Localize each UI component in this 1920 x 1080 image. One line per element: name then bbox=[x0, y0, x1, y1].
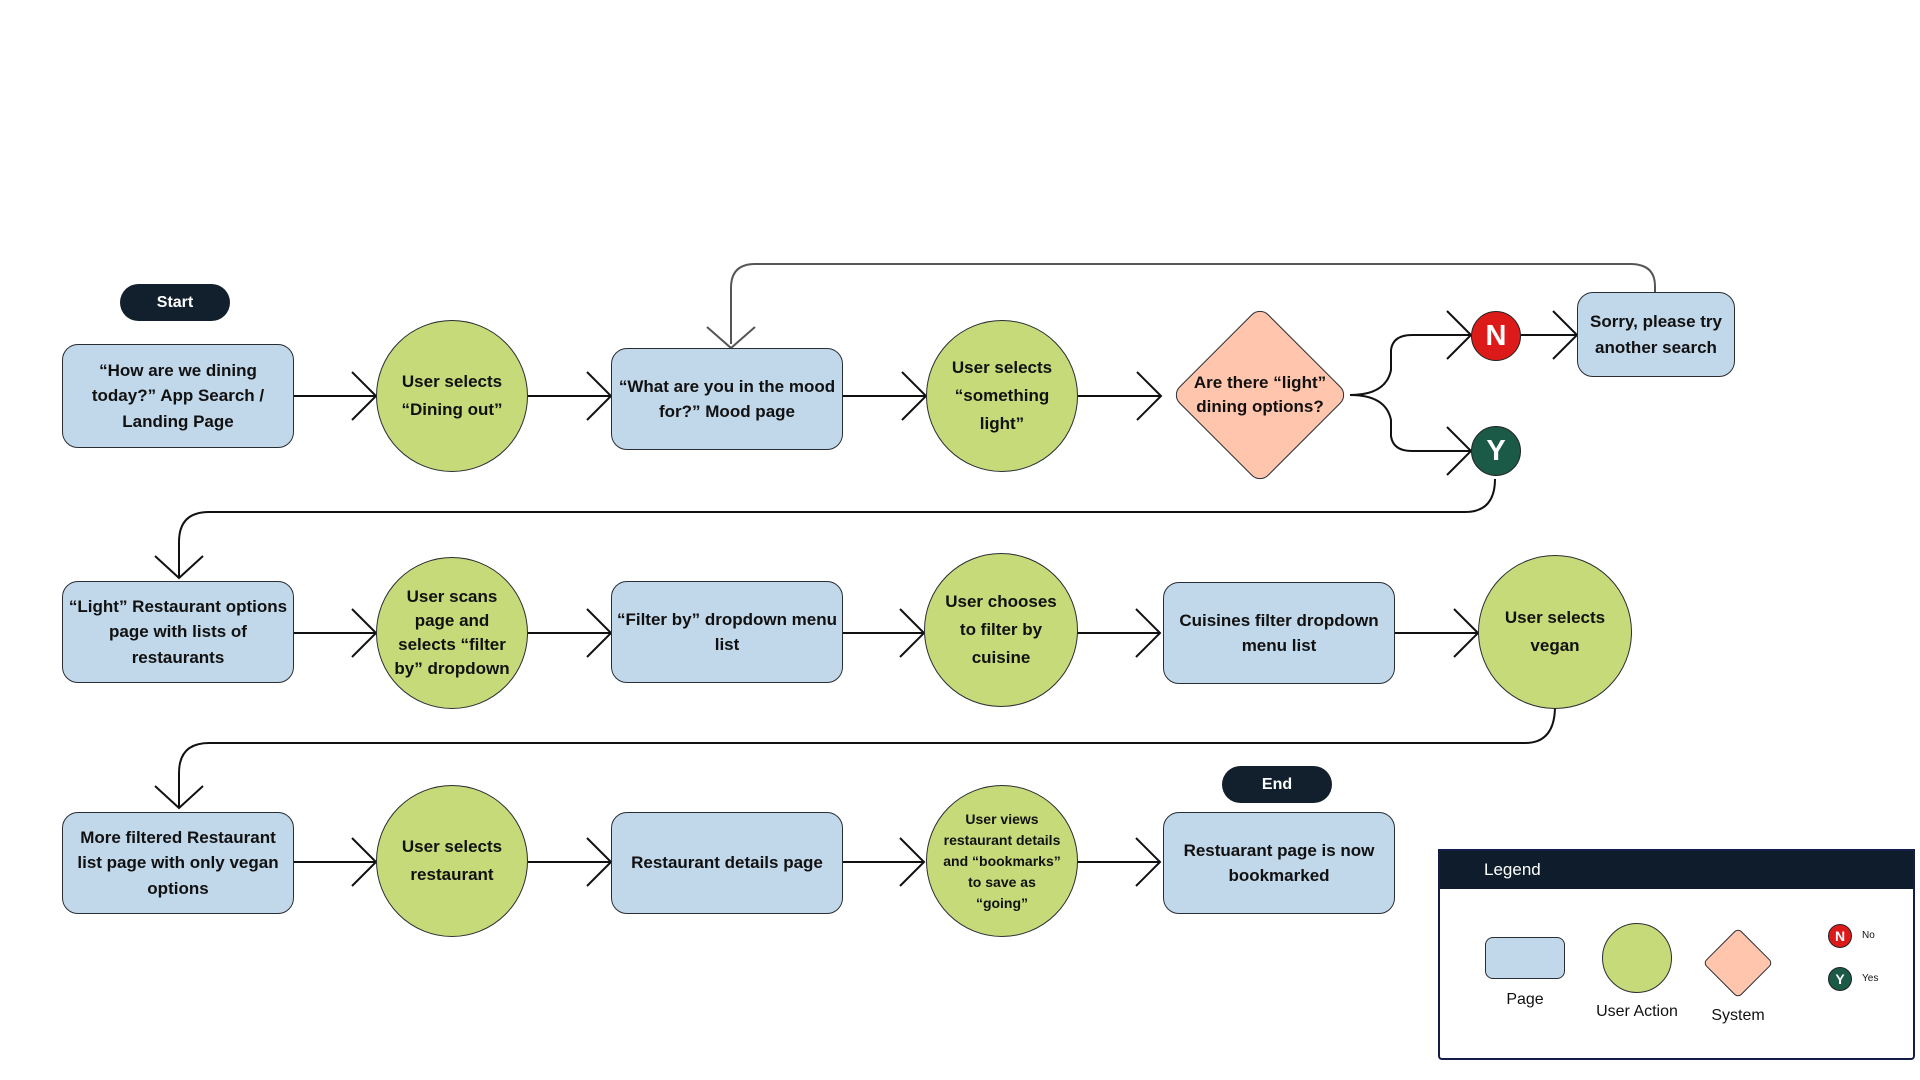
connector bbox=[841, 608, 926, 658]
action-node-choose-cuisine: User chooses to filter by cuisine bbox=[924, 553, 1078, 707]
page-node-cuisine-menu: Cuisines filter dropdown menu list bbox=[1163, 582, 1395, 684]
action-node-select-light: User selects “something light” bbox=[926, 320, 1078, 472]
legend-action-swatch bbox=[1602, 923, 1672, 993]
page-node-sorry: Sorry, please try another search bbox=[1577, 292, 1735, 377]
connector bbox=[528, 837, 613, 887]
legend-page-swatch bbox=[1485, 937, 1565, 979]
connector bbox=[293, 371, 378, 421]
connector bbox=[1077, 608, 1162, 658]
action-node-select-restaurant: User selects restaurant bbox=[376, 785, 528, 937]
yes-badge: Y bbox=[1471, 426, 1521, 476]
legend-no-label: No bbox=[1862, 930, 1875, 941]
connector bbox=[1077, 837, 1162, 887]
action-node-view-bookmark: User views restaurant details and “bookm… bbox=[926, 785, 1078, 937]
connector bbox=[154, 705, 1556, 810]
legend-yes-label: Yes bbox=[1862, 973, 1879, 984]
connector bbox=[293, 837, 378, 887]
connector bbox=[154, 478, 1496, 580]
connector bbox=[1078, 371, 1163, 421]
page-node-bookmarked: Restuarant page is now bookmarked bbox=[1163, 812, 1395, 914]
legend-yes-badge: Y bbox=[1828, 967, 1852, 991]
connector bbox=[1521, 310, 1579, 360]
legend-title: Legend bbox=[1440, 851, 1913, 889]
action-node-scan-filter: User scans page and selects “filter by” … bbox=[376, 557, 528, 709]
page-node-light-list: “Light” Restaurant options page with lis… bbox=[62, 581, 294, 683]
legend-system-label: System bbox=[1711, 1007, 1765, 1024]
legend-page-label: Page bbox=[1506, 991, 1544, 1008]
action-node-select-dining-out: User selects “Dining out” bbox=[376, 320, 528, 472]
page-node-details: Restaurant details page bbox=[611, 812, 843, 914]
start-terminal: Start bbox=[120, 284, 230, 321]
connector bbox=[528, 371, 613, 421]
connector bbox=[293, 608, 378, 658]
branch-yes-connector bbox=[1349, 394, 1473, 476]
page-node-filter-menu: “Filter by” dropdown menu list bbox=[611, 581, 843, 683]
page-node-landing: “How are we dining today?” App Search / … bbox=[62, 344, 294, 448]
connector bbox=[528, 608, 613, 658]
no-badge: N bbox=[1471, 311, 1521, 361]
legend-system-swatch bbox=[1702, 927, 1774, 999]
branch-no-connector bbox=[1349, 310, 1473, 396]
system-node-light-decision: Are there “light” dining options? bbox=[1170, 305, 1350, 485]
page-node-vegan-list: More filtered Restaurant list page with … bbox=[62, 812, 294, 914]
legend-action-label: User Action bbox=[1596, 1003, 1678, 1020]
decision-label: Are there “light” dining options? bbox=[1193, 373, 1327, 416]
end-terminal: End bbox=[1222, 766, 1332, 803]
page-node-mood: “What are you in the mood for?” Mood pag… bbox=[611, 348, 843, 450]
connector bbox=[1395, 608, 1480, 658]
connector bbox=[841, 837, 926, 887]
action-node-select-vegan: User selects vegan bbox=[1478, 555, 1632, 709]
legend-panel: Legend Page User Action System N No Y Ye… bbox=[1438, 849, 1915, 1060]
legend-no-badge: N bbox=[1828, 924, 1852, 948]
connector bbox=[843, 371, 928, 421]
